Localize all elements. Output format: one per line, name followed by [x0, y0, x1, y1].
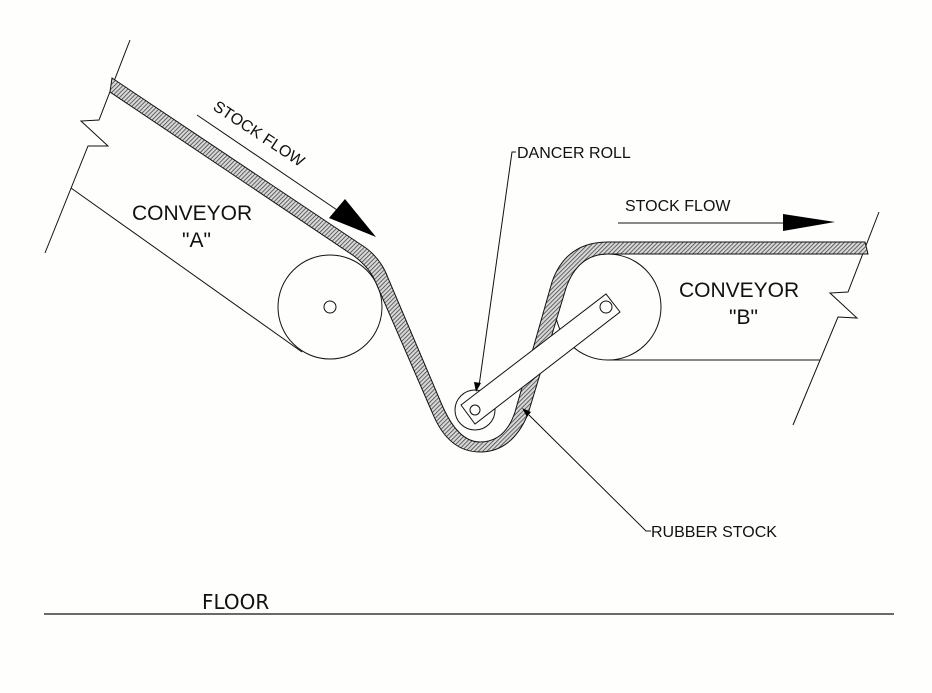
conveyor-b-id: "B"	[729, 306, 758, 329]
conveyor-b-label: CONVEYOR	[679, 279, 799, 302]
arrowhead-icon	[329, 199, 376, 237]
dancer-roll-assembly	[454, 293, 621, 431]
dancer-pivot-hole	[469, 404, 481, 416]
rubber-stock-label: RUBBER STOCK	[651, 524, 777, 541]
arm-top-hole	[599, 300, 613, 314]
floor-label: FLOOR	[202, 590, 269, 614]
break-line-left	[44, 39, 131, 254]
conveyor-a-label: CONVEYOR	[132, 202, 252, 225]
roller-a-axle	[323, 300, 337, 314]
arrowhead-icon	[783, 214, 835, 231]
roller-a	[277, 254, 383, 360]
conveyor-a	[44, 39, 383, 360]
stock-flow-b-label: STOCK FLOW	[625, 198, 731, 215]
break-line-right	[792, 211, 880, 426]
conveyor-a-bottom-edge	[70, 187, 303, 353]
dancer-arm	[460, 293, 621, 425]
rubber-stock-leader	[522, 408, 651, 532]
conveyor-a-id: "A"	[182, 229, 211, 252]
dancer-roll-label: DANCER ROLL	[517, 145, 631, 162]
stock-flow-a-arrow	[196, 114, 376, 237]
rubber-stock-belt	[109, 77, 869, 453]
stock-flow-b-arrow	[618, 214, 835, 231]
dancer-roll-leader	[474, 151, 516, 392]
